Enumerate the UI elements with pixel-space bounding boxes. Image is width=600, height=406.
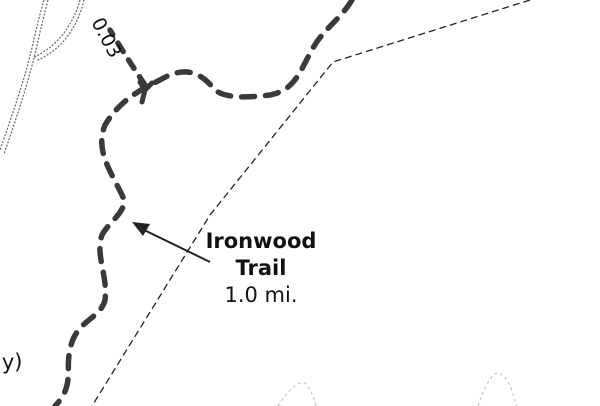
pointer-arrow-icon (132, 222, 211, 263)
junction-marker-icon (137, 79, 155, 105)
contour-lines (277, 372, 517, 406)
partial-text-label: ly) (0, 350, 23, 374)
road-double-line (0, 0, 85, 155)
trail-distance: 1.0 mi. (224, 283, 298, 307)
spur-trail-path (107, 27, 148, 88)
trail-name-line2: Trail (235, 256, 287, 280)
boundary-line (91, 0, 531, 406)
trail-name-line1: Ironwood (205, 229, 317, 253)
trail-label: Ironwood Trail 1.0 mi. (196, 228, 326, 309)
ironwood-trail-path (52, 0, 355, 406)
